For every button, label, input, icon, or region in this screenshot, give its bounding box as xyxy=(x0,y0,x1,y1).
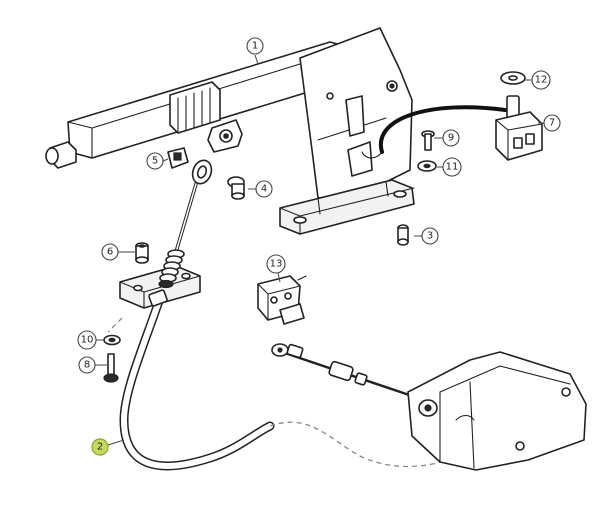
callout-10-label: 10 xyxy=(81,335,94,346)
callout-4-label: 4 xyxy=(261,184,267,195)
callout-8: 8 xyxy=(78,356,96,374)
callout-5-label: 5 xyxy=(152,156,158,167)
switch-terminal-b xyxy=(525,133,535,145)
callout-10: 10 xyxy=(77,330,97,350)
part-4-bolt xyxy=(227,176,245,200)
part-6-sleeve xyxy=(135,242,149,264)
part-8-bolt xyxy=(103,353,119,383)
callout-11-label: 11 xyxy=(446,162,459,173)
callout-2-label: 2 xyxy=(97,442,103,453)
cable-spring xyxy=(158,249,185,289)
part-1-brake-lever xyxy=(45,27,415,235)
part-3-bushing xyxy=(397,224,409,246)
part-12-washer xyxy=(500,71,526,85)
cable-ferrule xyxy=(148,289,168,307)
part-5-clip-nut xyxy=(167,147,189,169)
part-2-brake-cable xyxy=(119,289,471,471)
lever-grip-ribs xyxy=(169,81,221,134)
callout-3: 3 xyxy=(421,227,439,245)
part-10-washer xyxy=(103,334,121,346)
callout-12-label: 12 xyxy=(535,75,548,86)
cable-rod-end xyxy=(174,159,213,254)
switch-body xyxy=(495,111,543,161)
cable-lower-end xyxy=(271,343,426,402)
callout-1: 1 xyxy=(246,37,264,55)
switch-wire xyxy=(378,105,507,154)
callout-5: 5 xyxy=(146,152,164,170)
callout-13-label: 13 xyxy=(270,259,283,270)
callout-9-label: 9 xyxy=(448,133,454,144)
callout-9: 9 xyxy=(442,129,460,147)
lower-adjuster xyxy=(328,360,354,382)
callout-12: 12 xyxy=(531,70,551,90)
callout-13: 13 xyxy=(266,254,286,274)
bracket-slot xyxy=(345,95,365,137)
ratchet-notch xyxy=(347,141,373,177)
callout-3-label: 3 xyxy=(427,231,433,242)
callout-8-label: 8 xyxy=(84,360,90,371)
switch-terminal-a xyxy=(513,137,523,149)
callout-7: 7 xyxy=(543,114,561,132)
callout-6-label: 6 xyxy=(107,247,113,258)
lever-base-plate xyxy=(279,179,415,235)
callout-4: 4 xyxy=(255,180,273,198)
callout-6: 6 xyxy=(101,243,119,261)
part-13-clamp-bracket xyxy=(257,275,307,325)
base-slot-right xyxy=(393,190,407,198)
part-11-washer xyxy=(417,160,437,172)
callout-2: 2 xyxy=(91,438,109,456)
base-slot-left xyxy=(293,216,307,224)
lever-clevis-ear xyxy=(207,119,243,153)
callout-7-label: 7 xyxy=(549,118,555,129)
part-9-bolt xyxy=(421,130,435,151)
caliper-bracket xyxy=(407,351,587,471)
lever-end-knob xyxy=(45,141,77,169)
part-7-switch xyxy=(495,95,543,161)
callout-11: 11 xyxy=(442,157,462,177)
cable-mount-bracket xyxy=(119,265,201,309)
callout-1-label: 1 xyxy=(252,41,258,52)
